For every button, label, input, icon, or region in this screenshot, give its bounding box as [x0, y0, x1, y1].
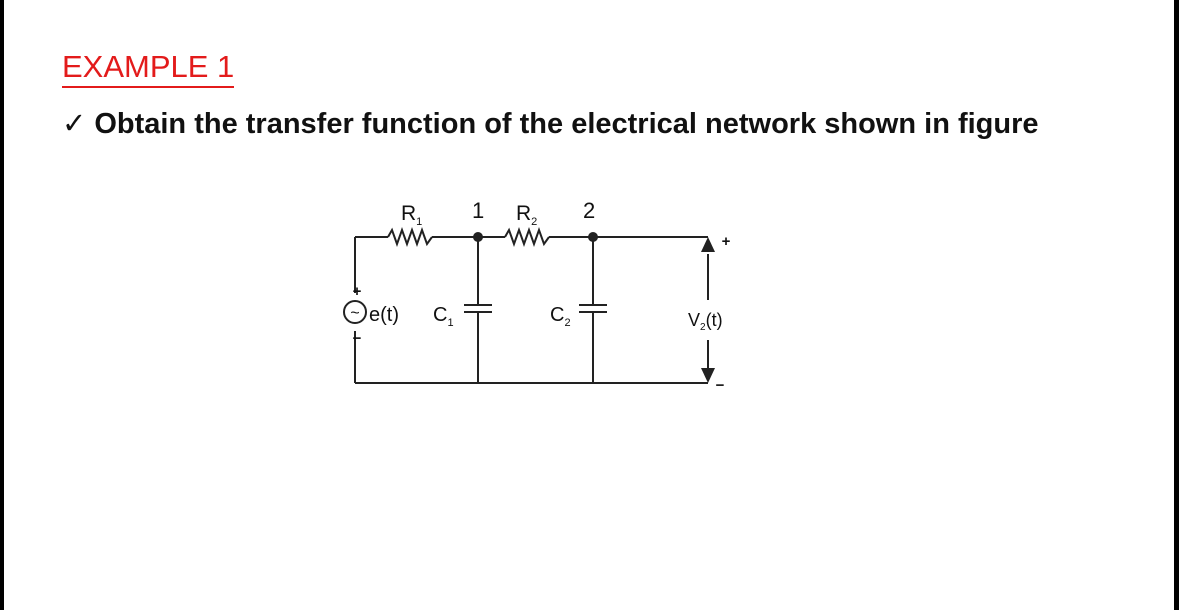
label-source-plus: + [353, 283, 362, 300]
checkmark-icon: ✓ [62, 108, 87, 140]
label-source-minus: − [353, 330, 362, 347]
right-border [1174, 0, 1179, 610]
arrow-down-icon [701, 368, 715, 383]
label-output-voltage: V2(t) [688, 310, 723, 333]
resistor-r2-icon [504, 227, 550, 247]
bullet-text: Obtain the transfer function of the elec… [94, 108, 1039, 140]
circuit-diagram: ~ R1 1 R2 2 + − e(t) C1 C2 + − V2(t) [343, 198, 731, 394]
label-output-minus: − [716, 377, 725, 394]
arrow-up-icon [701, 237, 715, 252]
slide-title: EXAMPLE 1 [62, 50, 235, 88]
label-node-2: 2 [583, 198, 595, 223]
label-node-1: 1 [472, 198, 484, 223]
ac-source-icon [343, 300, 367, 324]
label-c2: C2 [550, 304, 571, 329]
resistor-r1-icon [387, 227, 433, 247]
label-source-et: e(t) [369, 304, 399, 326]
left-border [0, 0, 4, 610]
ac-source-symbol: ~ [350, 305, 359, 322]
label-output-plus: + [722, 233, 731, 250]
label-c1: C1 [433, 304, 454, 329]
bullet-item: ✓Obtain the transfer function of the ele… [62, 106, 1039, 141]
node-2-dot [588, 232, 598, 242]
label-r2: R2 [516, 202, 537, 228]
node-1-dot [473, 232, 483, 242]
label-r1: R1 [401, 202, 422, 228]
